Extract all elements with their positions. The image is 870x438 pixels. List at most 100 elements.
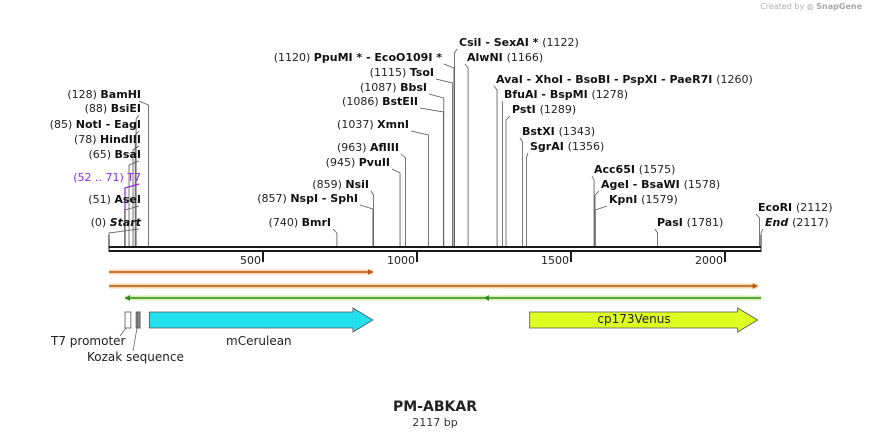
enzyme-name: PpuMI * - EcoO109I * [314, 51, 442, 64]
enzyme-label: (1086) BstEII [342, 95, 418, 108]
enzyme-name: BstXI [522, 125, 559, 138]
enzyme-position: (857) [257, 192, 290, 205]
enzyme-name: PasI [657, 216, 687, 229]
enzyme-lines [108, 48, 764, 246]
enzyme-label: (0) Start [91, 216, 142, 229]
enzyme-position: (2117) [792, 216, 829, 229]
enzyme-name: XmnI [377, 118, 409, 131]
feature-label: T7 promoter [50, 334, 126, 348]
enzyme-label: (1037) XmnI [337, 118, 409, 131]
enzyme-label: (945) PvuII [326, 156, 390, 169]
enzyme-label: (78) HindIII [74, 133, 141, 146]
feature-leader [132, 327, 138, 352]
enzyme-name: NspI - SphI [290, 192, 358, 205]
enzyme-position: (1120) [274, 51, 314, 64]
ruler-tick-label: 1500 [541, 254, 569, 267]
enzyme-cut-line [501, 100, 504, 246]
enzyme-name: PstI [512, 103, 540, 116]
enzyme-cut-line [526, 152, 529, 246]
ruler-tick-label: 500 [240, 254, 261, 267]
enzyme-label: (65) BsaI [88, 148, 141, 161]
enzyme-label: AgeI - BsaWI (1578) [601, 178, 720, 191]
enzyme-cut-line [135, 114, 140, 246]
enzyme-label: (85) NotI - EagI [50, 118, 141, 131]
enzyme-cut-line [493, 85, 498, 246]
enzyme-name: BstEII [382, 95, 418, 108]
enzyme-cut-line [124, 205, 140, 246]
enzyme-position: (1122) [542, 36, 579, 49]
enzyme-position: (1037) [337, 118, 377, 131]
enzyme-position: (128) [67, 88, 100, 101]
enzyme-position: (88) [85, 102, 111, 115]
enzyme-labels: (128) BamHI(88) BsiEI (85) NotI - EagI (78… [50, 36, 833, 229]
enzyme-position: (1343) [559, 125, 596, 138]
enzyme-cut-line [359, 204, 374, 246]
orf-bars [109, 269, 761, 301]
enzyme-name: CsiI - SexAI * [459, 36, 542, 49]
enzyme-label: (52 .. 71) T7 [73, 171, 141, 184]
enzyme-name: BbsI [400, 81, 427, 94]
primer-name: T7 [126, 171, 141, 184]
enzyme-label: CsiI - SexAI * (1122) [459, 36, 579, 49]
enzyme-position: (740) [269, 216, 302, 229]
enzyme-label: PasI (1781) [657, 216, 723, 229]
orf-arrowhead [752, 283, 758, 289]
map-length: 2117 bp [412, 416, 458, 429]
enzyme-name: EcoRI [758, 201, 796, 214]
enzyme-name: BsiEI [111, 102, 141, 115]
enzyme-cut-line [370, 190, 374, 246]
enzyme-label: (88) BsiEI [85, 102, 141, 115]
enzyme-position: (1781) [687, 216, 724, 229]
feature-label: Kozak sequence [87, 350, 184, 364]
enzyme-position: (945) [326, 156, 359, 169]
enzyme-position: (859) [312, 178, 345, 191]
orf-arrowhead [484, 295, 489, 301]
enzyme-cut-line [435, 78, 453, 246]
enzyme-cut-line [134, 130, 140, 246]
ruler-tick-label: 2000 [695, 254, 723, 267]
enzyme-label: (963) AflIII [337, 141, 399, 154]
enzyme-name: End [765, 216, 792, 229]
enzyme-label: PstI (1289) [512, 103, 576, 116]
enzyme-name: KpnI [609, 193, 641, 206]
enzyme-cut-line [391, 168, 401, 246]
credit-prefix: Created by [760, 2, 805, 11]
enzyme-label: BstXI (1343) [522, 125, 595, 138]
enzyme-name: BsaI [115, 148, 141, 161]
snapgene-logo-icon: ◍ [806, 2, 814, 11]
enzyme-name: NotI - EagI [76, 118, 141, 131]
orf-arrowhead [367, 269, 373, 275]
enzyme-position: (1115) [370, 66, 410, 79]
enzyme-name: AlwNI [467, 51, 507, 64]
map-title: PM-ABKAR [393, 399, 477, 415]
enzyme-position: (1086) [342, 95, 382, 108]
enzyme-cut-line [454, 48, 458, 246]
enzyme-position: (1278) [592, 88, 629, 101]
enzyme-name: SgrAI [530, 140, 568, 153]
enzyme-position: (1087) [360, 81, 400, 94]
enzyme-name: TsoI [410, 66, 434, 79]
enzyme-label: EcoRI (2112) [758, 201, 833, 214]
enzyme-cut-line [332, 228, 338, 246]
enzyme-label: (859) NsiI [312, 178, 369, 191]
enzyme-position: (1579) [641, 193, 678, 206]
enzyme-label: (1087) BbsI [360, 81, 427, 94]
enzyme-cut-line [591, 175, 595, 246]
feature-leader [119, 327, 127, 337]
enzyme-label: BfuAI - BspMI (1278) [504, 88, 628, 101]
enzyme-name: AseI [114, 193, 141, 206]
enzyme-cut-line [464, 63, 469, 246]
feature-box [124, 311, 132, 329]
enzyme-position: (1356) [568, 140, 605, 153]
feature-label: mCerulean [226, 334, 292, 348]
enzyme-position: (51) [88, 193, 114, 206]
enzyme-position: (78) [74, 133, 100, 146]
enzyme-name: BamHI [100, 88, 141, 101]
enzyme-position: (1575) [639, 163, 676, 176]
enzyme-label: (740) BmrI [269, 216, 331, 229]
enzyme-cut-line [654, 228, 658, 246]
enzyme-name: BmrI [302, 216, 331, 229]
enzyme-label: (857) NspI - SphI [257, 192, 358, 205]
